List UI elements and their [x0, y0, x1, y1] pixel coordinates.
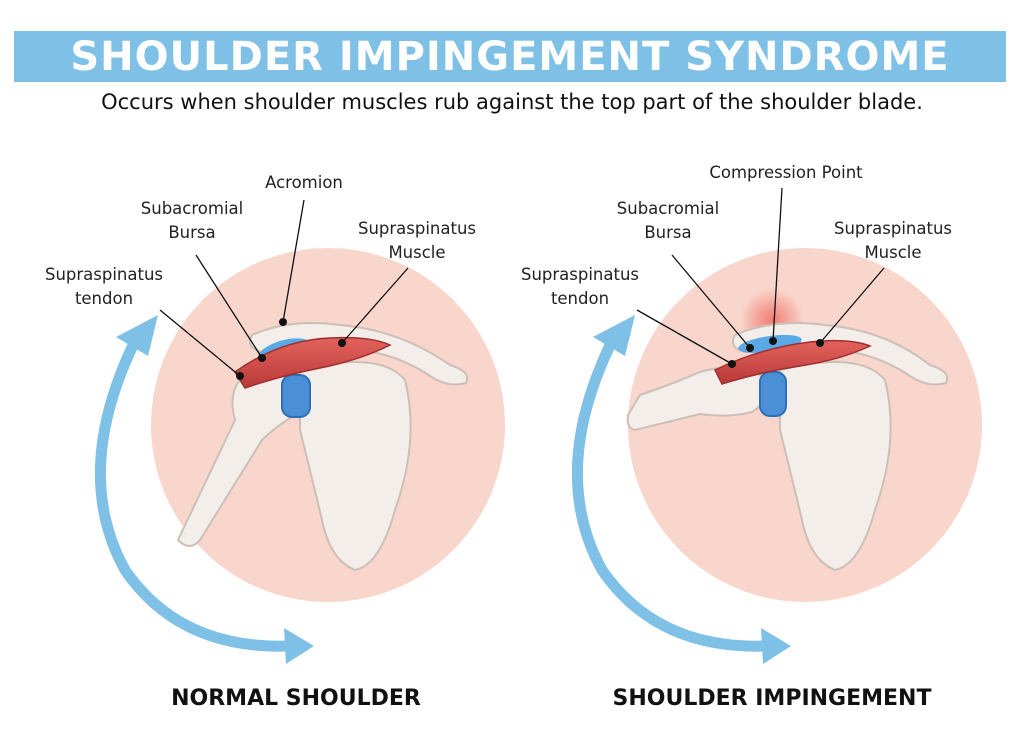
- impingement-leader-dots: [728, 337, 824, 368]
- impingement-joint-capsule: [759, 371, 787, 417]
- impingement-rotation-arrow: [571, 315, 791, 664]
- impingement-label-tendon-2: tendon: [551, 289, 609, 308]
- impingement-supraspinatus-muscle: [713, 339, 872, 385]
- normal-label-bursa-1: Subacromial: [141, 199, 243, 218]
- impingement-label-bursa-1: Subacromial: [617, 199, 719, 218]
- impingement-label-bursa-2: Bursa: [644, 223, 691, 242]
- normal-supraspinatus-muscle: [233, 336, 392, 389]
- title-banner: SHOULDER IMPINGEMENT SYNDROME: [14, 31, 1006, 82]
- normal-label-muscle-1: Supraspinatus: [358, 219, 476, 238]
- normal-rotation-arrow: [94, 315, 314, 664]
- impingement-leader-lines: [636, 187, 885, 365]
- normal-label-acromion: Acromion: [265, 173, 343, 192]
- normal-label-bursa-2: Bursa: [168, 223, 215, 242]
- impingement-scapula: [779, 361, 892, 572]
- normal-label-tendon-1: Supraspinatus: [45, 265, 163, 284]
- impingement-label-muscle-2: Muscle: [864, 243, 921, 262]
- normal-leader-dots: [236, 318, 346, 380]
- impingement-label-compression: Compression Point: [709, 163, 863, 182]
- normal-label-tendon-2: tendon: [75, 289, 133, 308]
- normal-leader-lines: [159, 199, 409, 377]
- impingement-caption: SHOULDER IMPINGEMENT: [613, 686, 932, 711]
- normal-scapula: [299, 361, 412, 572]
- normal-shoulder-panel: Acromion Subacromial Bursa Supraspinatus…: [45, 173, 505, 711]
- page-subtitle: Occurs when shoulder muscles rub against…: [101, 90, 923, 114]
- page-title: SHOULDER IMPINGEMENT SYNDROME: [70, 33, 950, 80]
- impingement-panel: Compression Point Subacromial Bursa Supr…: [521, 163, 982, 711]
- impingement-label-tendon-1: Supraspinatus: [521, 265, 639, 284]
- impingement-label-muscle-1: Supraspinatus: [834, 219, 952, 238]
- normal-label-muscle-2: Muscle: [388, 243, 445, 262]
- normal-joint-capsule: [281, 374, 311, 418]
- normal-caption: NORMAL SHOULDER: [171, 686, 421, 711]
